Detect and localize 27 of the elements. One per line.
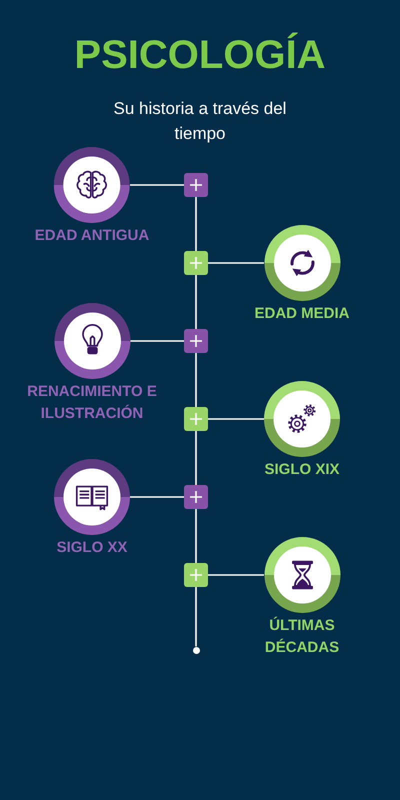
connector-line: [208, 574, 264, 576]
connector-line: [195, 275, 197, 329]
timeline-marker: [184, 563, 208, 587]
timeline-marker: [184, 329, 208, 353]
timeline-marker: [184, 251, 208, 275]
connector-line: [208, 262, 264, 264]
era-label: RENACIMIENTO E ILUSTRACIÓN: [26, 382, 158, 424]
connector-line: [195, 431, 197, 485]
connector-line: [208, 418, 264, 420]
title: PSICOLOGÍA: [74, 32, 326, 79]
subtitle: Su historia a través del tiempo: [112, 98, 288, 145]
connector-line: [130, 496, 184, 498]
timeline-marker: [184, 485, 208, 509]
connector-line: [195, 587, 197, 646]
connector-line: [130, 340, 184, 342]
timeline-marker: [184, 173, 208, 197]
connector-line: [130, 184, 184, 186]
connector-line: [195, 509, 197, 563]
era-label: EDAD ANTIGUA: [34, 226, 150, 246]
era-label: SIGLO XIX: [264, 460, 340, 480]
connector-line: [195, 353, 197, 407]
era-label: ÚLTIMAS DÉCADAS: [264, 616, 340, 658]
era-label: EDAD MEDIA: [254, 304, 350, 324]
connector-line: [195, 197, 197, 251]
timeline-marker: [184, 407, 208, 431]
end-dot: [192, 646, 200, 654]
era-label: SIGLO XX: [56, 538, 128, 558]
